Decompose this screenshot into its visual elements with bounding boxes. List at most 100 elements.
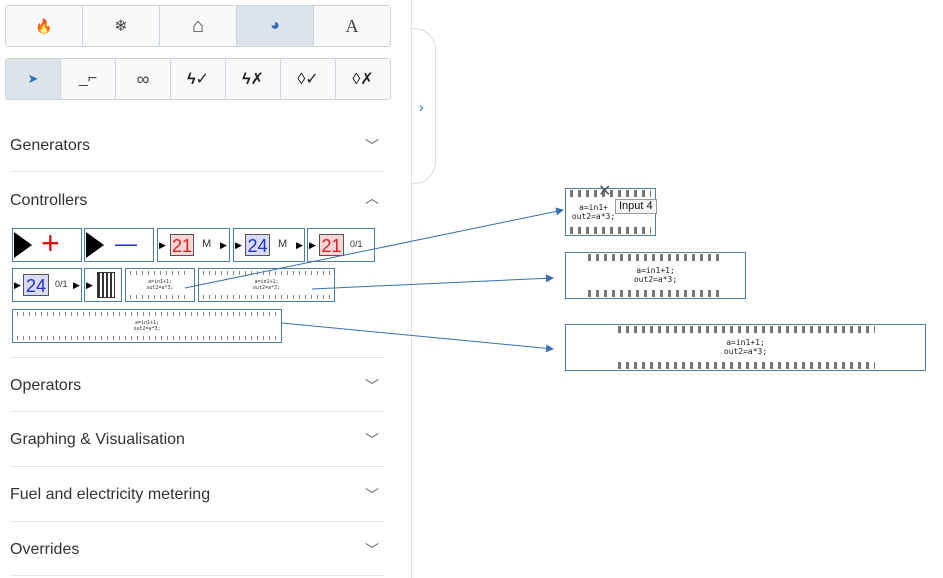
water-check-icon-glyph: ◊✓: [297, 71, 319, 88]
setpoint-blue-01-block[interactable]: ▶ 24 0/1 ▶: [12, 268, 82, 302]
arrow-left-icon: ▶: [235, 240, 242, 250]
flame-icon-glyph: 🔥: [35, 17, 53, 34]
arrow-left-icon: ▶: [309, 240, 316, 250]
electricity-check-icon[interactable]: ϟ✓: [171, 59, 226, 99]
pin-tooltip: Input 4: [615, 199, 657, 214]
section-controllers: Controllers ︿: [10, 172, 385, 358]
home-icon-glyph: ⌂: [191, 14, 205, 37]
hand-switch-icon: [97, 272, 115, 298]
section-title: Overrides: [10, 541, 80, 558]
input-pins[interactable]: [588, 254, 723, 261]
value-box: 24: [245, 234, 270, 256]
pin-row: [203, 295, 330, 299]
arrow-left-icon: ▶: [159, 240, 166, 250]
minus-icon: —: [115, 231, 137, 256]
arrow-right-icon: ▶: [296, 240, 303, 250]
plus-icon: +: [41, 228, 60, 261]
script-code: a=in1+1; out2=a*3;: [252, 279, 281, 291]
chevron-down-icon: ﹀: [365, 487, 379, 503]
setpoint-red-m-block[interactable]: ▶ 21 M ▶: [157, 228, 230, 262]
chevron-down-icon: ﹀: [365, 138, 379, 154]
panel-toggle-tab[interactable]: ›: [412, 28, 436, 184]
output-pins[interactable]: [570, 227, 651, 234]
arrow-right-icon: ▶: [73, 280, 80, 290]
section-title: Generators: [10, 137, 91, 154]
link-icon-glyph: ∞: [136, 68, 150, 89]
setpoint-red-01-block[interactable]: ▶ 21 0/1: [307, 228, 375, 262]
subtract-block[interactable]: —: [84, 228, 154, 262]
tool-bar: ➤ _⌐ ∞ ϟ✓ ϟ✗ ◊✓ ◊✗: [5, 58, 391, 100]
pin-row: [17, 312, 277, 316]
section-title[interactable]: Controllers: [10, 192, 88, 209]
input-pins[interactable]: [618, 326, 875, 333]
block-code: a=in1+ out2=a*3;: [571, 203, 616, 221]
mode-label: 0/1: [350, 239, 363, 249]
play-triangle-icon: [14, 232, 32, 258]
mode-label: M: [278, 238, 288, 250]
pin-row: [17, 336, 277, 340]
step-line-icon[interactable]: _⌐: [61, 59, 116, 99]
mode-label: M: [202, 238, 212, 250]
flame-icon[interactable]: 🔥: [6, 6, 83, 46]
script-block-medium[interactable]: a=in1+1; out2=a*3;: [198, 268, 335, 302]
section-title: Fuel and electricity metering: [10, 486, 211, 503]
canvas-script-block-large[interactable]: a=in1+1; out2=a*3;: [565, 324, 926, 371]
add-block[interactable]: +: [12, 228, 82, 262]
block-code: a=in1+1; out2=a*3;: [633, 266, 678, 284]
home-icon[interactable]: ⌂: [160, 6, 237, 46]
water-cross-icon-glyph: ◊✗: [352, 71, 374, 88]
close-icon[interactable]: ✕: [598, 183, 612, 200]
section-title: Operators: [10, 377, 82, 394]
dashboard-icon[interactable]: ◕: [237, 6, 314, 46]
sidebar-panel: 🔥 ❄ ⌂ ◕ A ➤ _⌐ ∞ ϟ✓ ϟ✗ ◊✓ ◊✗ Generators …: [0, 0, 412, 578]
chevron-down-icon: ﹀: [365, 542, 379, 558]
step-line-icon-glyph: _⌐: [78, 70, 98, 87]
text-icon[interactable]: A: [314, 6, 390, 46]
dashboard-icon-glyph: ◕: [270, 17, 280, 34]
value-box: 21: [319, 234, 344, 256]
input-pins[interactable]: [570, 190, 651, 197]
script-block-large[interactable]: a=in1+1; out2=a*3;: [12, 309, 282, 343]
snowflake-icon-glyph: ❄: [114, 18, 128, 35]
water-cross-icon[interactable]: ◊✗: [336, 59, 390, 99]
text-icon-glyph: A: [345, 15, 359, 36]
electricity-cross-icon[interactable]: ϟ✗: [226, 59, 281, 99]
chevron-up-icon[interactable]: ︿: [365, 190, 379, 206]
category-tab-bar: 🔥 ❄ ⌂ ◕ A: [5, 5, 391, 47]
chevron-down-icon: ﹀: [365, 378, 379, 394]
arrow-left-icon: ▶: [86, 280, 93, 290]
pin-row: [203, 271, 330, 275]
script-block-small[interactable]: a=in1+1; out2=a*3;: [125, 268, 195, 302]
pin-row: [130, 271, 190, 275]
chevron-down-icon: ﹀: [365, 432, 379, 448]
arrow-left-icon: ▶: [14, 280, 21, 290]
value-box: 24: [23, 274, 49, 296]
play-triangle-icon: [86, 232, 104, 258]
block-code: a=in1+1; out2=a*3;: [723, 338, 768, 356]
section-operators[interactable]: Operators ﹀: [10, 358, 385, 412]
value-box: 21: [170, 234, 194, 256]
section-generators[interactable]: Generators ﹀: [10, 118, 385, 172]
output-pins[interactable]: [588, 290, 723, 297]
section-graphing[interactable]: Graphing & Visualisation ﹀: [10, 412, 385, 467]
switch-block[interactable]: ▶: [84, 268, 122, 302]
pointer-icon[interactable]: ➤: [6, 59, 61, 99]
chevron-right-icon: ›: [419, 99, 424, 115]
water-check-icon[interactable]: ◊✓: [281, 59, 336, 99]
canvas-script-block-medium[interactable]: a=in1+1; out2=a*3;: [565, 252, 746, 299]
electricity-cross-icon-glyph: ϟ✗: [242, 71, 264, 88]
pin-row: [130, 295, 190, 299]
pointer-icon-glyph: ➤: [27, 71, 39, 86]
script-code: a=in1+1; out2=a*3;: [146, 279, 174, 291]
output-pins[interactable]: [618, 362, 875, 369]
link-icon[interactable]: ∞: [116, 59, 171, 99]
electricity-check-icon-glyph: ϟ✓: [187, 71, 209, 88]
snowflake-icon[interactable]: ❄: [83, 6, 160, 46]
section-title: Graphing & Visualisation: [10, 431, 185, 448]
script-code: a=in1+1; out2=a*3;: [133, 320, 161, 332]
section-overrides[interactable]: Overrides ﹀: [10, 522, 385, 576]
mode-label: 0/1: [55, 279, 68, 289]
section-metering[interactable]: Fuel and electricity metering ﹀: [10, 467, 385, 522]
arrow-right-icon: ▶: [220, 240, 227, 250]
setpoint-blue-m-block[interactable]: ▶ 24 M ▶: [233, 228, 305, 262]
